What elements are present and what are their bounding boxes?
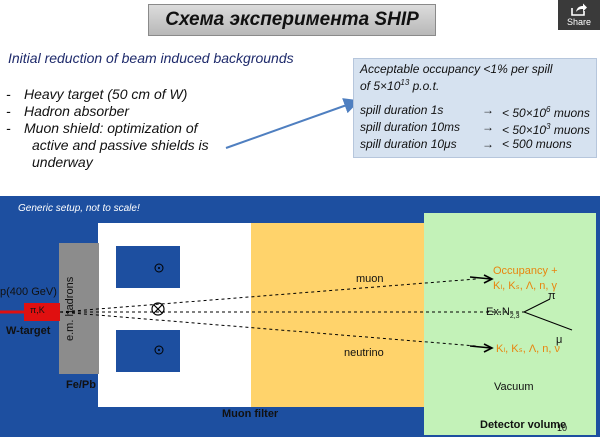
absorber-material: Fe/Pb (66, 379, 96, 391)
hadron-absorber (59, 243, 99, 374)
field-cross-icon (151, 302, 165, 316)
page-number: 10 (557, 423, 568, 433)
occupancy-label: Occupancy + (493, 265, 558, 277)
field-dot-icon (154, 263, 164, 273)
magnet-top (116, 246, 180, 288)
orange-zone (251, 223, 424, 407)
mu-label: μ (556, 334, 563, 346)
spill-row: spill duration 1s → < 50×106 muons (360, 103, 590, 120)
detector-volume-label: Detector volume (480, 419, 567, 431)
share-icon (571, 3, 587, 16)
diagram-drawing (0, 213, 596, 435)
occupancy-line: Acceptable occupancy <1% per spill (360, 62, 553, 76)
intro-text: Initial reduction of beam induced backgr… (8, 50, 294, 66)
share-button[interactable]: Share (558, 0, 600, 30)
share-label: Share (566, 17, 592, 27)
detector-volume (424, 213, 596, 435)
absorber-label: e.m. hadrons (64, 276, 76, 341)
exn-label: Ex.N2,3 (486, 306, 520, 321)
neutrino-label: neutrino (344, 347, 384, 359)
decay-list: Kₗ, Kₛ, Λ, n, ν (496, 343, 561, 355)
bullet-item: -Heavy target (50 cm of W) (6, 86, 188, 102)
muon-filter-label: Muon filter (222, 408, 279, 420)
occupancy-list: Kₗ, Kₛ, Λ, n, γ (493, 280, 558, 292)
setup-note: Generic setup, not to scale! (18, 203, 140, 214)
pi-label: π (548, 290, 556, 302)
ship-setup-diagram: Generic setup, not to scale! p(400 GeV) … (0, 196, 600, 437)
bullet-item: -Muon shield: optimization of (6, 120, 198, 136)
spill-row: spill duration 10ms → < 50×103 muons (360, 120, 590, 137)
magnet-bottom (116, 330, 180, 372)
spill-row: spill duration 10μs → < 500 muons (360, 137, 572, 151)
beam-label: p(400 GeV) (0, 286, 57, 298)
slide-title-text: Схема эксперимента SHIP (165, 9, 419, 30)
target-particles: π,K (30, 305, 45, 315)
occupancy-line: of 5×1013 p.o.t. (360, 78, 440, 93)
muon-label: muon (356, 273, 384, 285)
slide-title: Схема эксперимента SHIP (148, 4, 436, 36)
vacuum-label: Vacuum (494, 381, 534, 393)
bullet-continuation: underway (32, 154, 93, 170)
field-dot-icon (154, 345, 164, 355)
bullet-item: -Hadron absorber (6, 103, 130, 119)
bullet-continuation: active and passive shields is (32, 137, 209, 153)
callout-arrow (225, 98, 360, 149)
target-label: W-target (6, 325, 51, 337)
occupancy-box: Acceptable occupancy <1% per spill of 5×… (353, 58, 597, 158)
